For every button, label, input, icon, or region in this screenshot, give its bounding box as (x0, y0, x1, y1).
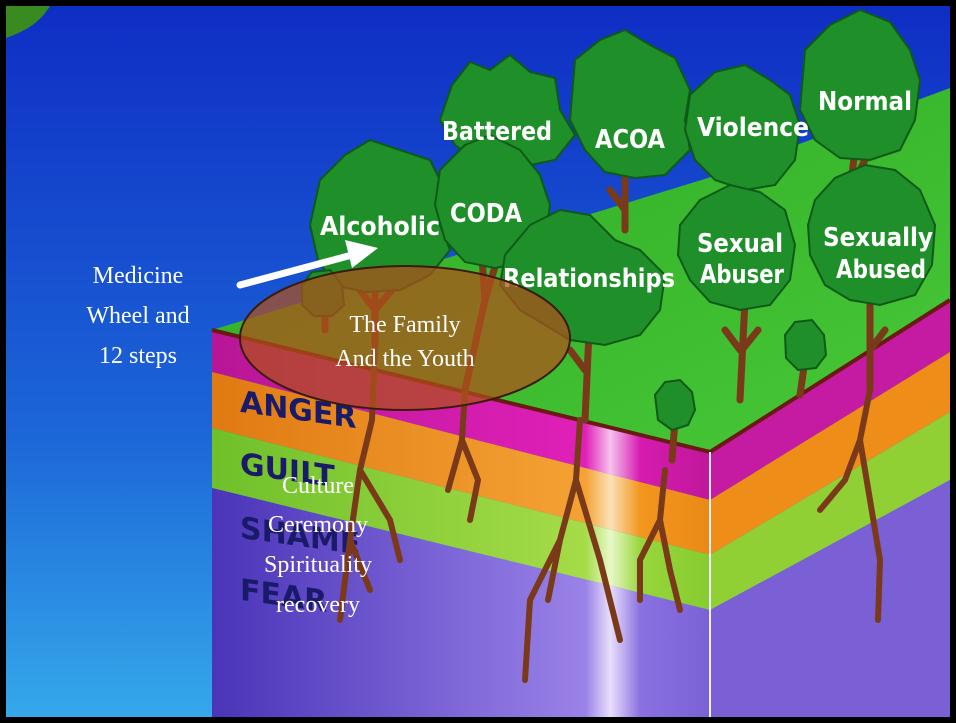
label-alcoholic: Alcoholic (320, 212, 440, 242)
culture-line-4: recovery (276, 592, 360, 618)
label-sexual: Sexual (697, 229, 783, 259)
ellipse-line-1: The Family (349, 312, 460, 338)
medicine-line-2: Wheel and (86, 303, 189, 329)
label-normal: Normal (818, 87, 912, 117)
medicine-line-3: 12 steps (99, 343, 177, 369)
label-battered: Battered (442, 117, 552, 147)
culture-line-3: Spirituality (264, 552, 372, 578)
culture-line-2: Ceremony (268, 512, 368, 538)
medicine-line-1: Medicine (93, 263, 184, 289)
ellipse-line-2: And the Youth (335, 346, 474, 372)
label-coda: CODA (450, 199, 522, 229)
label-sexually: Sexually (823, 223, 933, 253)
culture-line-1: Culture (282, 473, 354, 499)
label-abused: Abused (836, 255, 926, 285)
label-abuser: Abuser (700, 260, 784, 290)
label-acoa: ACOA (595, 125, 665, 155)
family-ellipse (240, 266, 570, 410)
label-violence: Violence (697, 113, 809, 143)
